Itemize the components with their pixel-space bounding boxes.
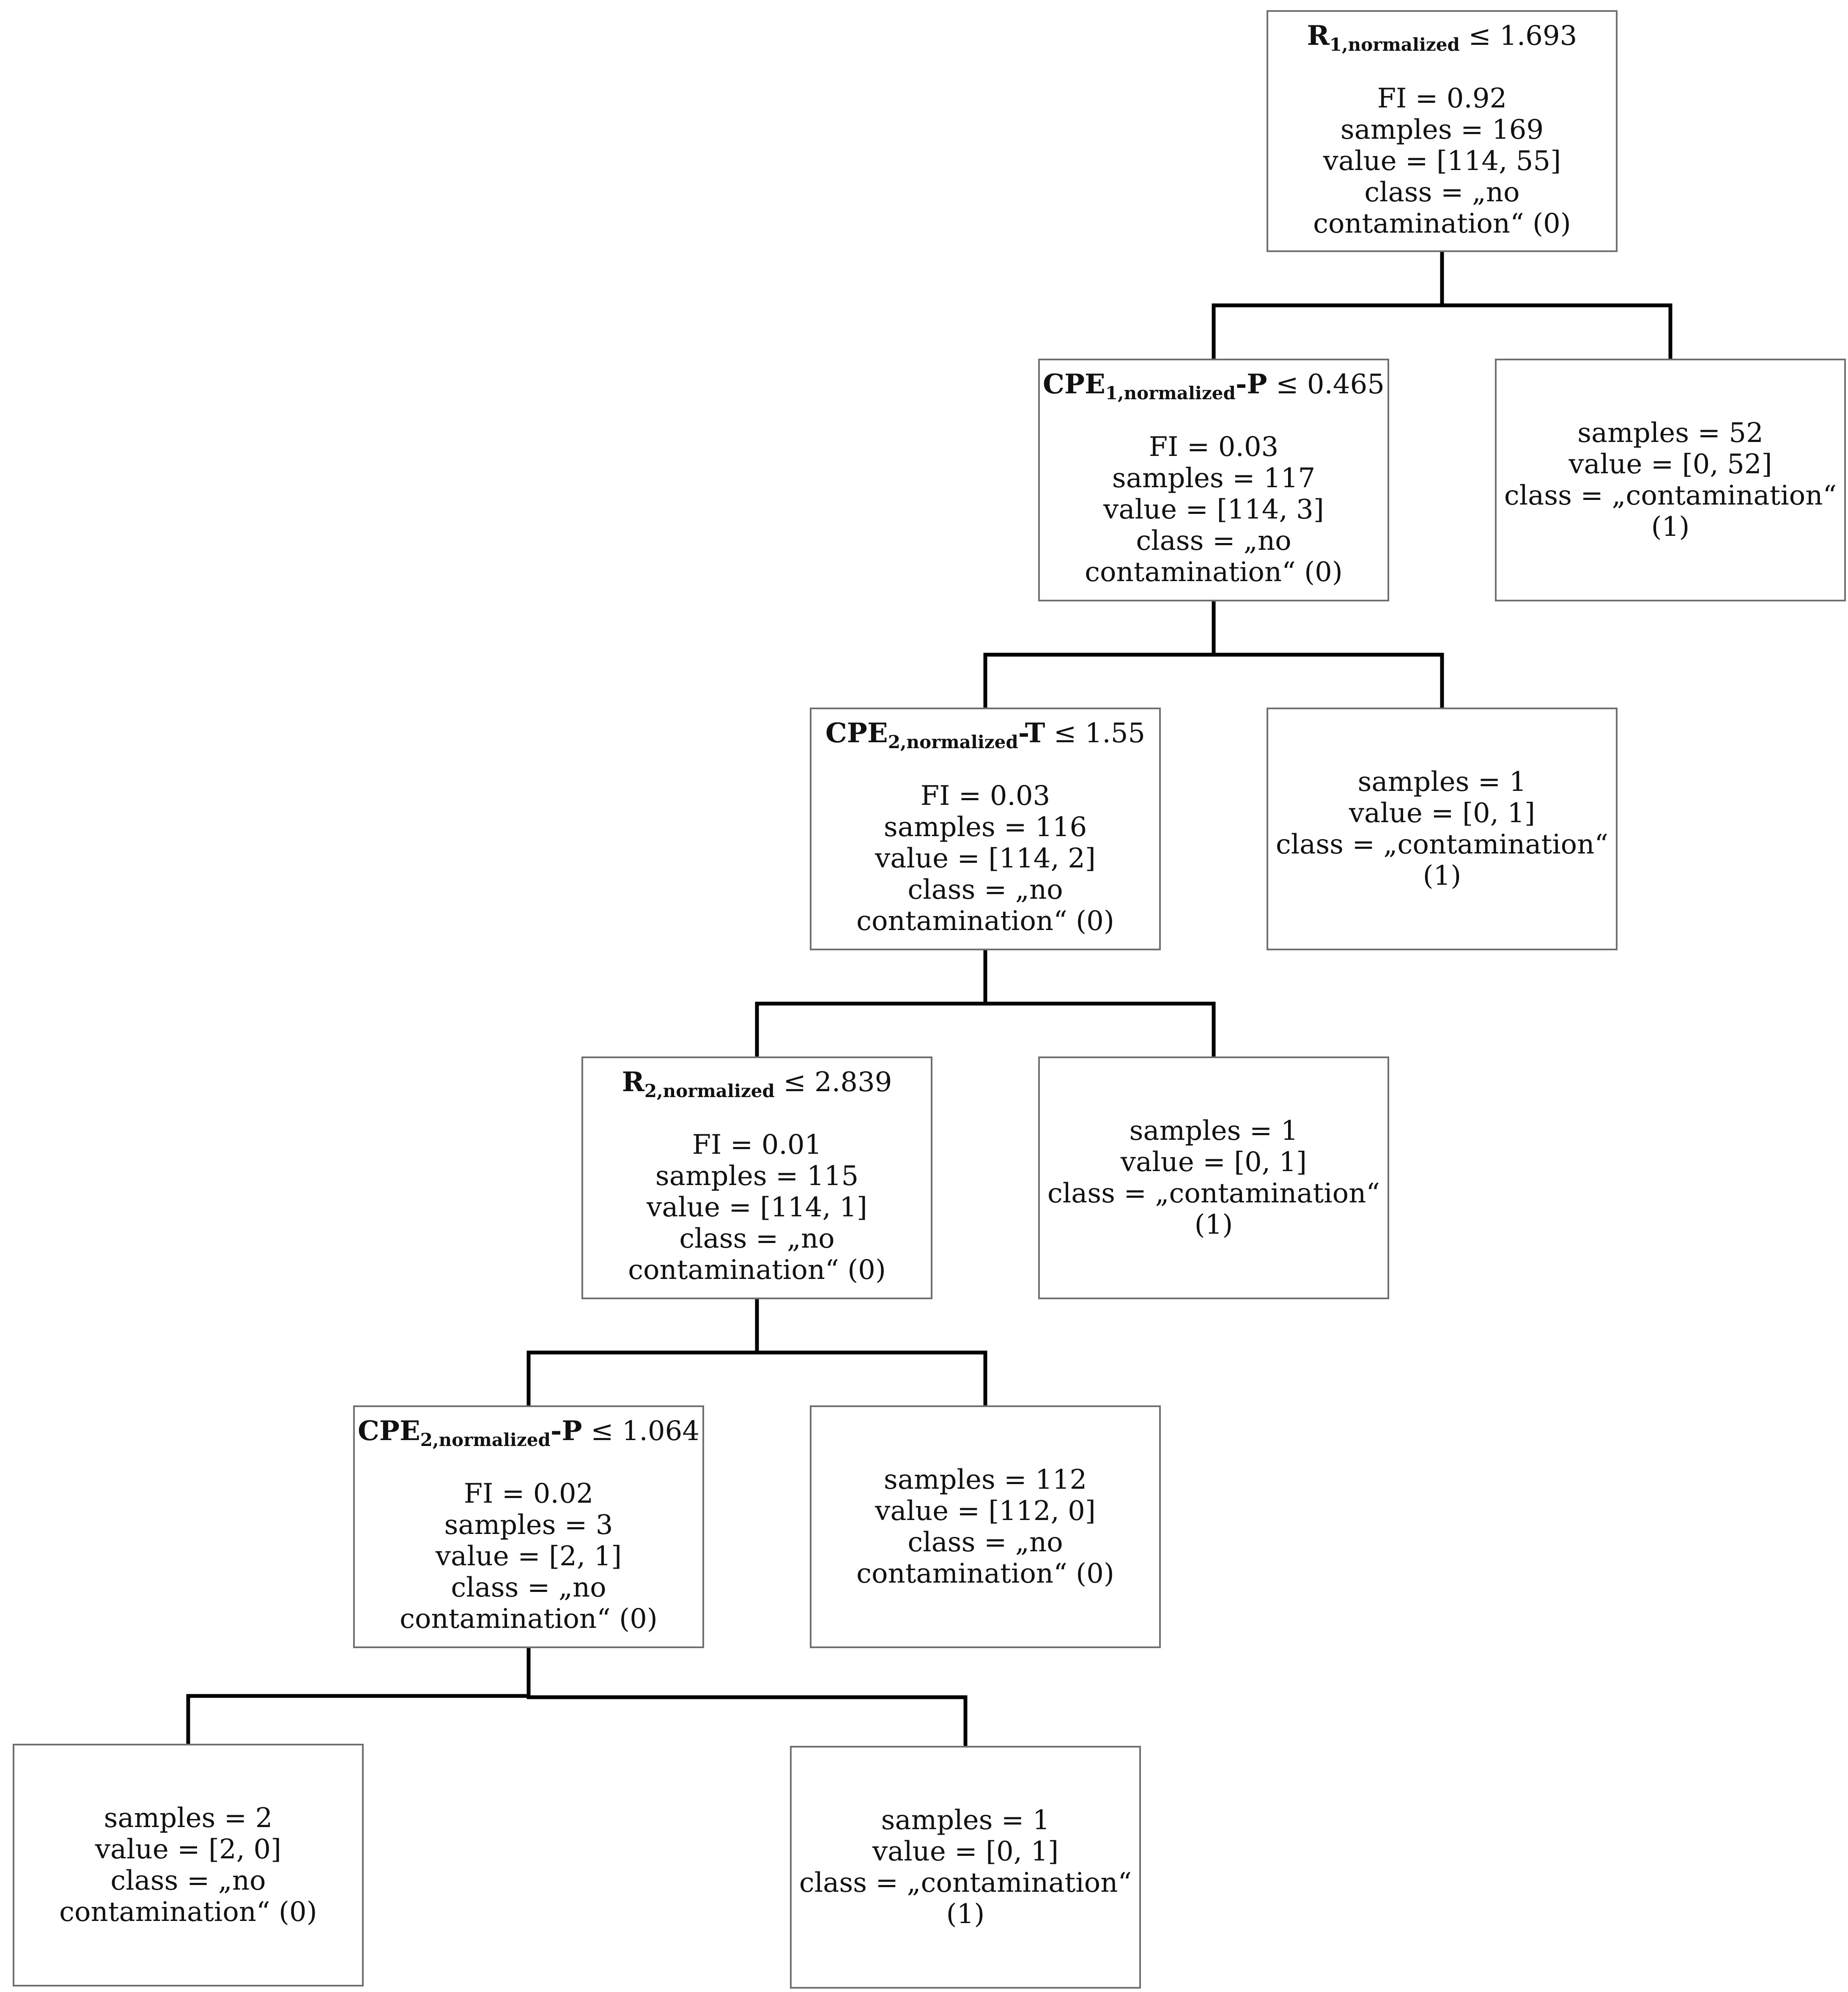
- class-text: class = „contamination“: [1275, 829, 1609, 860]
- samples-text: samples = 112: [883, 1464, 1087, 1495]
- split-condition: CPE2,normalized-P ≤ 1.064: [357, 1415, 700, 1450]
- edge-n4-to-leaf_2: [186, 1648, 531, 1744]
- fi-text: FI = 0.02: [463, 1478, 594, 1509]
- edge-n1-to-leaf_1a: [1212, 601, 1444, 708]
- fi-text: FI = 0.92: [1377, 83, 1507, 114]
- edge-n3-to-n4: [526, 1299, 759, 1405]
- split-condition: CPE1,normalized-P ≤ 0.465: [1042, 368, 1385, 403]
- leaf-node-no-contamination-2: samples = 2 value = [2, 0] class = „no c…: [13, 1744, 364, 1987]
- samples-text: samples = 117: [1112, 463, 1316, 494]
- value-text: value = [0, 1]: [1349, 798, 1535, 829]
- samples-text: samples = 1: [881, 1805, 1050, 1836]
- node-root-r1-split: R1,normalized ≤ 1.693 FI = 0.92 samples …: [1267, 10, 1618, 252]
- edge-n1-to-n2: [983, 601, 1216, 708]
- class-text-cont: contamination“ (0): [59, 1896, 317, 1928]
- samples-text: samples = 2: [104, 1803, 273, 1834]
- node-cpe2-t-split: CPE2,normalized-T ≤ 1.55 FI = 0.03 sampl…: [810, 708, 1161, 950]
- leaf-node-contamination-1: samples = 1 value = [0, 1] class = „cont…: [1038, 1056, 1389, 1299]
- value-text: value = [2, 1]: [435, 1541, 622, 1572]
- fi-text: FI = 0.01: [692, 1129, 822, 1161]
- samples-text: samples = 52: [1577, 417, 1763, 449]
- edge-n4-to-leaf_1c: [526, 1648, 968, 1746]
- value-text: value = [112, 0]: [875, 1495, 1096, 1527]
- fi-text: FI = 0.03: [920, 780, 1050, 812]
- class-text-cont: (1): [946, 1899, 985, 1930]
- node-cpe1-p-split: CPE1,normalized-P ≤ 0.465 FI = 0.03 samp…: [1038, 359, 1389, 601]
- samples-text: samples = 169: [1340, 114, 1544, 145]
- edge-n2-to-leaf_1b: [983, 950, 1216, 1056]
- samples-text: samples = 3: [444, 1509, 613, 1541]
- class-text-cont: (1): [1194, 1209, 1233, 1240]
- edge-n3-to-leaf_112: [755, 1299, 987, 1405]
- class-text: class = „no: [908, 874, 1063, 905]
- split-condition: CPE2,normalized-T ≤ 1.55: [825, 717, 1146, 752]
- split-condition: R2,normalized ≤ 2.839: [622, 1066, 892, 1101]
- leaf-node-no-contamination-112: samples = 112 value = [112, 0] class = „…: [810, 1405, 1161, 1648]
- leaf-node-contamination-1: samples = 1 value = [0, 1] class = „cont…: [1267, 708, 1618, 950]
- leaf-node-contamination-1: samples = 1 value = [0, 1] class = „cont…: [790, 1746, 1141, 1989]
- split-condition: R1,normalized ≤ 1.693: [1307, 20, 1577, 55]
- class-text: class = „contamination“: [1047, 1178, 1380, 1209]
- class-text-cont: contamination“ (0): [856, 1558, 1114, 1589]
- class-text-cont: contamination“ (0): [400, 1603, 658, 1635]
- samples-text: samples = 1: [1357, 766, 1527, 798]
- value-text: value = [114, 55]: [1323, 145, 1561, 177]
- class-text: class = „no: [1136, 525, 1291, 557]
- class-text: class = „no: [679, 1223, 835, 1254]
- class-text: class = „contamination“: [799, 1867, 1132, 1899]
- class-text-cont: contamination“ (0): [856, 905, 1114, 937]
- value-text: value = [0, 1]: [872, 1836, 1059, 1867]
- class-text-cont: (1): [1651, 511, 1690, 543]
- samples-text: samples = 115: [655, 1161, 859, 1192]
- class-text-cont: contamination“ (0): [628, 1254, 886, 1286]
- samples-text: samples = 1: [1129, 1115, 1298, 1147]
- class-text-cont: contamination“ (0): [1085, 557, 1343, 588]
- leaf-node-contamination-52: samples = 52 value = [0, 52] class = „co…: [1495, 359, 1846, 601]
- value-text: value = [114, 2]: [875, 843, 1096, 874]
- edge-n2-to-n3: [755, 950, 987, 1056]
- value-text: value = [0, 52]: [1568, 449, 1772, 480]
- class-text: class = „no: [451, 1572, 606, 1603]
- fi-text: FI = 0.03: [1149, 431, 1279, 463]
- class-text-cont: contamination“ (0): [1313, 208, 1571, 239]
- node-r2-split: R2,normalized ≤ 2.839 FI = 0.01 samples …: [581, 1056, 932, 1299]
- value-text: value = [0, 1]: [1120, 1147, 1307, 1178]
- class-text: class = „no: [908, 1527, 1063, 1558]
- class-text-cont: (1): [1423, 860, 1461, 892]
- value-text: value = [114, 3]: [1103, 494, 1324, 525]
- samples-text: samples = 116: [883, 812, 1087, 843]
- value-text: value = [114, 1]: [647, 1192, 867, 1223]
- value-text: value = [2, 0]: [95, 1834, 282, 1865]
- class-text: class = „no: [110, 1865, 266, 1896]
- edge-root-to-leaf_52: [1440, 252, 1673, 359]
- class-text: class = „contamination“: [1504, 480, 1837, 511]
- class-text: class = „no: [1364, 177, 1520, 208]
- edge-root-to-n1: [1212, 252, 1444, 359]
- node-cpe2-p-split: CPE2,normalized-P ≤ 1.064 FI = 0.02 samp…: [353, 1405, 704, 1648]
